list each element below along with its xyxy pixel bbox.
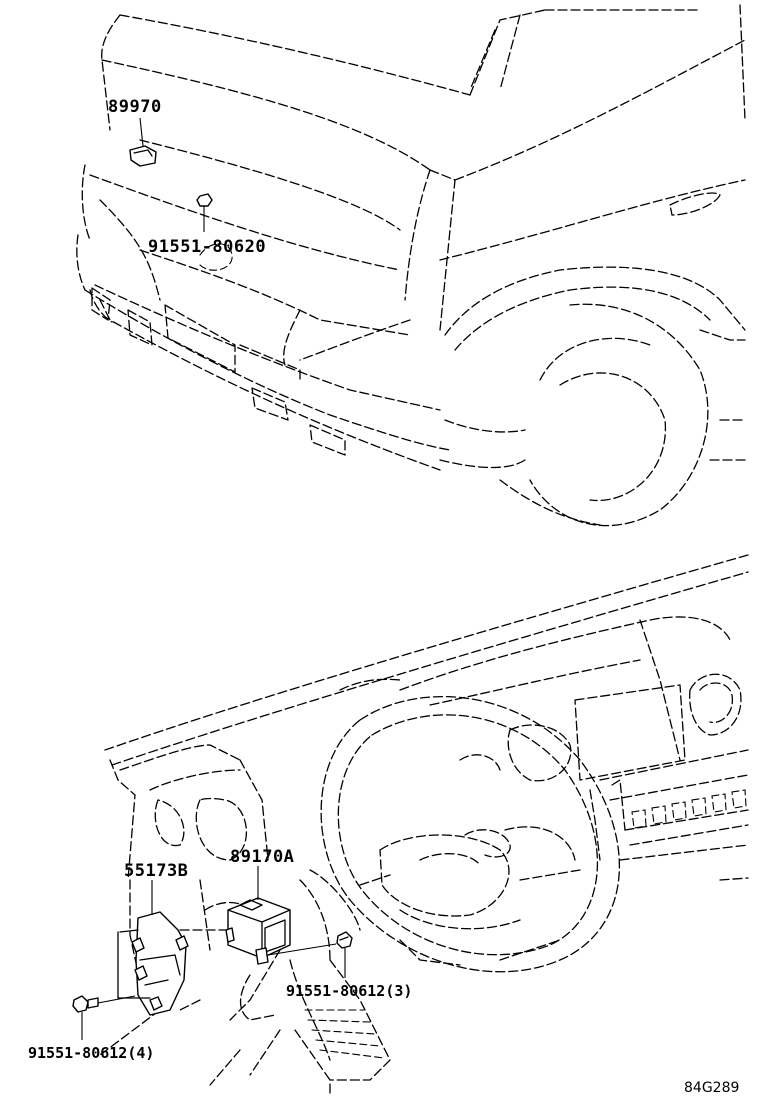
label-89170A: 89170A <box>230 847 294 867</box>
vehicle-front-view <box>76 4 746 527</box>
drawing-reference-number: 84G289 <box>684 1080 739 1096</box>
label-91551-80620: 91551-80620 <box>148 237 266 257</box>
label-89970: 89970 <box>108 97 162 117</box>
front-bolt-part <box>196 193 213 232</box>
center-bolt-part <box>267 931 353 978</box>
label-91551-80612-4: 91551-80612(4) <box>28 1044 154 1062</box>
dashboard-view <box>99 554 749 1096</box>
left-bolt-part <box>72 995 136 1040</box>
airbag-computer-part <box>225 866 291 965</box>
bracket-part <box>117 880 189 1016</box>
front-sensor-part <box>129 117 157 167</box>
label-55173B: 55173B <box>124 861 188 881</box>
label-91551-80612-3: 91551-80612(3) <box>286 982 412 1000</box>
